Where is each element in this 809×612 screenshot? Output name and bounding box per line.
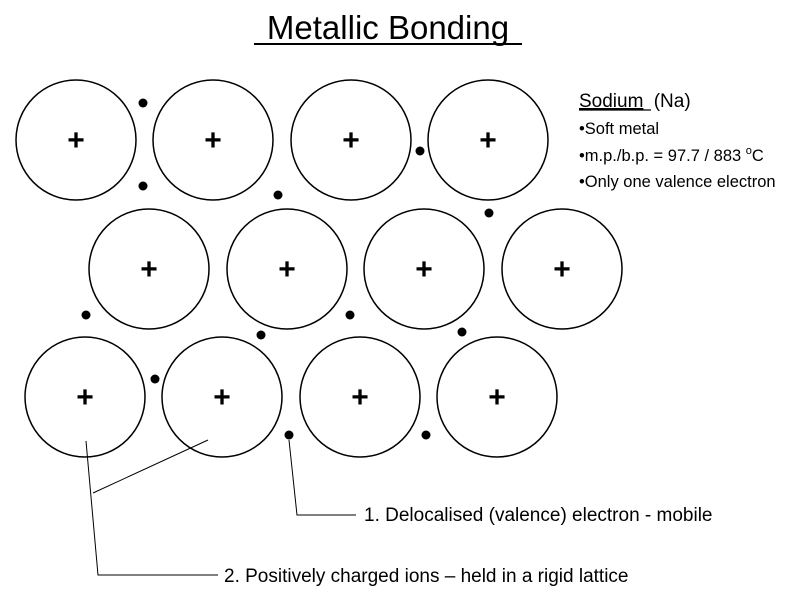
plus-sign: +: [553, 253, 571, 286]
ion-pointer-line-a: [85, 440, 218, 576]
ion: [363, 208, 485, 330]
electron-dot: [284, 430, 294, 440]
ion: [436, 336, 558, 458]
ion: [427, 79, 549, 201]
electron-dot: [138, 98, 148, 108]
ion: [24, 336, 146, 458]
plus-sign: +: [488, 381, 506, 414]
electron-dot: [457, 327, 467, 337]
degree-symbol: o: [746, 145, 752, 157]
element-heading: Sodium (Na): [579, 91, 691, 112]
electron-dot: [81, 310, 91, 320]
electron-dot: [273, 190, 283, 200]
plus-sign: +: [351, 381, 369, 414]
ion: [161, 336, 283, 458]
info-bullet-1: •Soft metal: [579, 120, 659, 138]
plus-sign: +: [76, 381, 94, 414]
plus-sign: +: [342, 124, 360, 157]
plus-sign: +: [140, 253, 158, 286]
electron-pointer-line: [288, 439, 356, 516]
ion: [501, 208, 623, 330]
ion-lattice: [15, 79, 623, 458]
ions-label: 2. Positively charged ions – held in a r…: [224, 566, 629, 587]
plus-sign: +: [479, 124, 497, 157]
ion-pointer-line-b: [92, 439, 209, 494]
ion: [226, 208, 348, 330]
electron-dot: [421, 430, 431, 440]
melting-boiling-point: •m.p./b.p. = 97.7 / 883: [579, 147, 746, 165]
element-symbol: (Na): [654, 91, 691, 112]
ion-charges: + + + + + + + + + + + +: [67, 124, 571, 414]
plus-sign: +: [213, 381, 231, 414]
electron-dot: [345, 310, 355, 320]
ion: [88, 208, 210, 330]
electron-dot: [484, 208, 494, 218]
element-name: Sodium: [579, 91, 643, 112]
plus-sign: +: [204, 124, 222, 157]
electron-dot: [138, 181, 148, 191]
plus-sign: +: [278, 253, 296, 286]
diagram-title: Metallic Bonding: [267, 9, 509, 46]
plus-sign: +: [415, 253, 433, 286]
electron-dot: [256, 330, 266, 340]
ion: [299, 336, 421, 458]
electron-label: 1. Delocalised (valence) electron - mobi…: [364, 505, 713, 526]
ion: [152, 79, 274, 201]
degree-unit: C: [752, 147, 764, 165]
info-bullet-3: •Only one valence electron: [579, 173, 776, 191]
ion: [290, 79, 412, 201]
electron-dot: [415, 146, 425, 156]
info-bullet-2: •m.p./b.p. = 97.7 / 883 oC: [579, 145, 764, 165]
ion: [15, 79, 137, 201]
plus-sign: +: [67, 124, 85, 157]
electron-dot: [150, 374, 160, 384]
electrons: [81, 98, 494, 440]
